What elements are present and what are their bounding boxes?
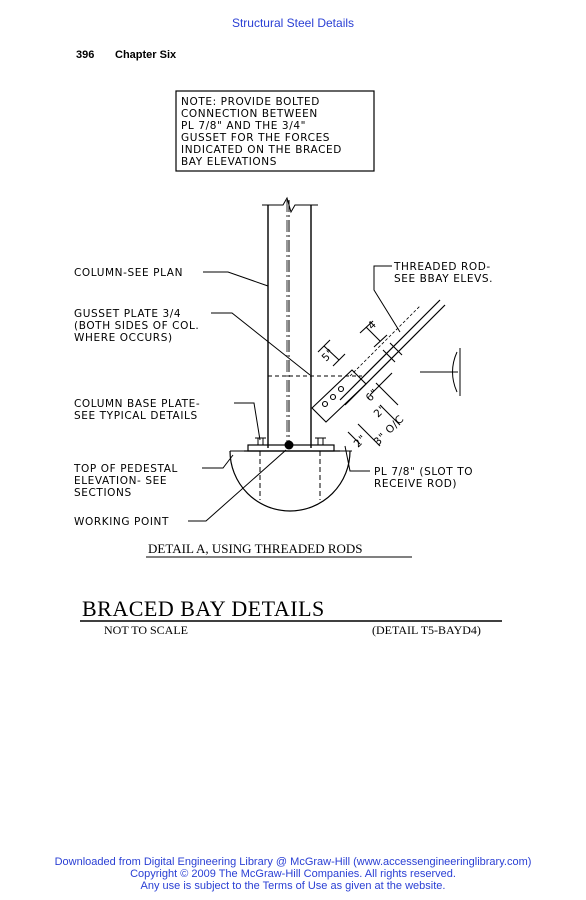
running-title[interactable]: Structural Steel Details [231,16,355,30]
label-rod: THREADED ROD- [393,261,491,273]
note-line: GUSSET FOR THE FORCES [181,132,330,144]
working-point-marker [284,440,294,450]
dim-6: 6" [364,387,381,404]
label-base-plate: SEE TYPICAL DETAILS [74,410,198,422]
dim-4: 4 [366,318,380,332]
label-gusset: GUSSET PLATE 3/4 [74,308,181,320]
page-number: 396 [76,49,95,61]
note-line: CONNECTION BETWEEN [181,108,318,120]
leader-column [203,271,269,287]
label-column: COLUMN-SEE PLAN [74,267,183,279]
leader-plate [344,445,370,472]
footer-copyright-line: Copyright © 2009 The McGraw-Hill Compani… [130,868,456,880]
note-line: PL 7/8" AND THE 3/4" [181,120,306,132]
footer: Downloaded from Digital Engineering Libr… [0,856,586,892]
label-pedestal: ELEVATION- SEE [74,475,167,487]
scale-note: NOT TO SCALE [104,623,188,637]
leader-pedestal [202,454,234,469]
label-plate: RECEIVE ROD) [374,478,457,490]
label-base-plate: COLUMN BASE PLATE- [74,398,200,410]
note-line: NOTE: PROVIDE BOLTED [181,96,320,108]
footer-terms-line[interactable]: Any use is subject to the Terms of Use a… [140,880,446,892]
sheet-title: BRACED BAY DETAILS [82,596,325,621]
dim-2b: 2" [352,433,369,450]
label-rod: SEE BBAY ELEVS. [394,273,493,285]
label-plate: PL 7/8" (SLOT TO [374,466,473,478]
leader-gusset [211,312,311,376]
brace-assembly [311,299,461,447]
pedestal-outline [229,450,351,512]
dim-5: 5" [320,347,337,364]
dim-3: 3" O/C [372,413,407,448]
leader-rod [373,265,401,333]
label-gusset: (BOTH SIDES OF COL. [74,320,199,332]
leader-base-plate [234,402,261,441]
label-gusset: WHERE OCCURS) [74,332,173,344]
note-box: NOTE: PROVIDE BOLTED CONNECTION BETWEEN … [175,90,375,172]
label-working-point: WORKING POINT [74,516,169,528]
label-pedestal: TOP OF PEDESTAL [73,463,178,475]
dim-2a: 2" [372,403,389,420]
note-line: INDICATED ON THE BRACED [181,144,342,156]
column [262,196,318,448]
note-line: BAY ELEVATIONS [181,156,277,168]
leader-working-point [188,449,287,522]
chapter-title: Chapter Six [115,49,177,61]
detail-caption: DETAIL A, USING THREADED RODS [148,541,363,556]
label-pedestal: SECTIONS [74,487,132,499]
footer-download-line[interactable]: Downloaded from Digital Engineering Libr… [54,856,532,868]
detail-reference: (DETAIL T5-BAYD4) [372,623,481,637]
